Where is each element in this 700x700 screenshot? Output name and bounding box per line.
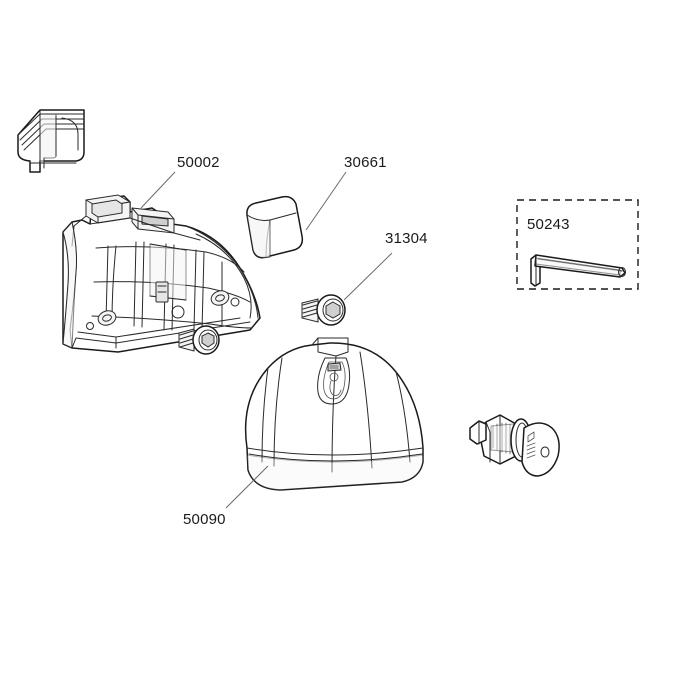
lock-cylinder-key-part <box>469 414 560 477</box>
leader-lines <box>140 171 393 509</box>
label-30661: 30661 <box>344 154 387 171</box>
leader-31304 <box>343 252 393 301</box>
inset-dashed-box <box>516 199 639 290</box>
allen-hex-key-part <box>530 254 626 287</box>
label-50243: 50243 <box>527 216 570 233</box>
leader-50002 <box>140 171 176 209</box>
leader-30661 <box>305 171 347 231</box>
hex-key-inset: 50243 <box>516 199 639 290</box>
leader-50090 <box>225 465 269 509</box>
rail-profile-part <box>17 109 85 173</box>
mounting-bracket-part <box>62 194 261 353</box>
socket-head-screw-lower-part <box>178 325 220 355</box>
label-50090: 50090 <box>183 511 226 528</box>
foot-cover-part <box>244 337 424 491</box>
label-31304: 31304 <box>385 230 428 247</box>
rubber-end-cap-part <box>246 195 304 259</box>
socket-head-screw-upper-part <box>301 294 346 326</box>
label-50002: 50002 <box>177 154 220 171</box>
